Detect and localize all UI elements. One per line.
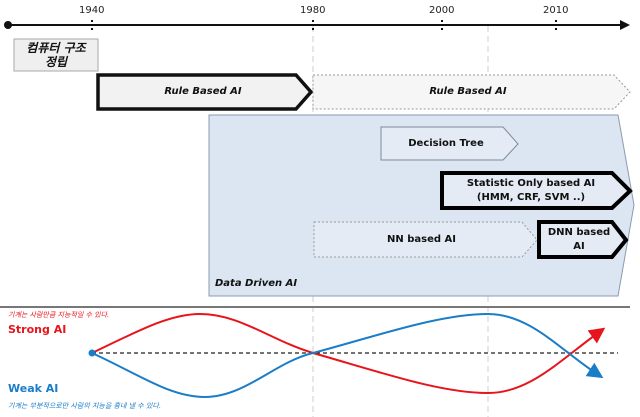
origin-box-line2: 정립 [44,55,68,69]
dnn-label-line1: DNN based [547,227,611,238]
data-driven-label: Data Driven AI [215,278,298,289]
nn-based-arrow [313,221,538,258]
weak-ai-curve [91,312,604,399]
decision-tree-label: Decision Tree [408,138,484,149]
weak-ai-description: 기계는 부분적으로만 사람의 지능을 흉내 낼 수 있다. [8,402,162,410]
tick-label-1980: 1980 [300,5,326,16]
statistic-label-line1: Statistic Only based AI [466,178,596,189]
rule-based-solid-label: Rule Based AI [164,86,242,97]
weak-ai-label: Weak AI [8,382,59,395]
statistic-arrow [440,171,633,210]
statistic-label-line2: (HMM, CRF, SVM ..) [476,192,586,203]
strong-ai-curve [91,312,606,395]
curve-origin-dot [88,349,96,357]
statistic-label: Statistic Only based AI (HMM, CRF, SVM .… [442,177,620,205]
origin-box-label: 컴퓨터 구조 정립 [14,41,98,69]
tick-label-2000: 2000 [429,5,455,16]
timeline-tick-marks [91,20,557,31]
strong-ai-label: Strong AI [8,323,67,336]
timeline-origin-dot [4,21,12,29]
strong-ai-description: 기계는 사람만큼 지능적일 수 있다. [8,311,110,319]
origin-box-line1: 컴퓨터 구조 [26,41,86,55]
rule-based-dotted-label: Rule Based AI [429,86,507,97]
decision-tree-arrow [380,126,519,161]
rule-based-dotted-arrow [312,74,631,110]
dnn-label: DNN based AI [539,226,619,254]
dnn-arrow [537,220,629,259]
tick-label-1940: 1940 [79,5,105,16]
origin-box [13,38,99,72]
nn-based-label: NN based AI [387,234,456,245]
dnn-label-line2: AI [573,241,585,252]
tick-label-2010: 2010 [543,5,569,16]
rule-based-solid-arrow [96,73,314,111]
timeline-arrowhead [620,20,630,30]
